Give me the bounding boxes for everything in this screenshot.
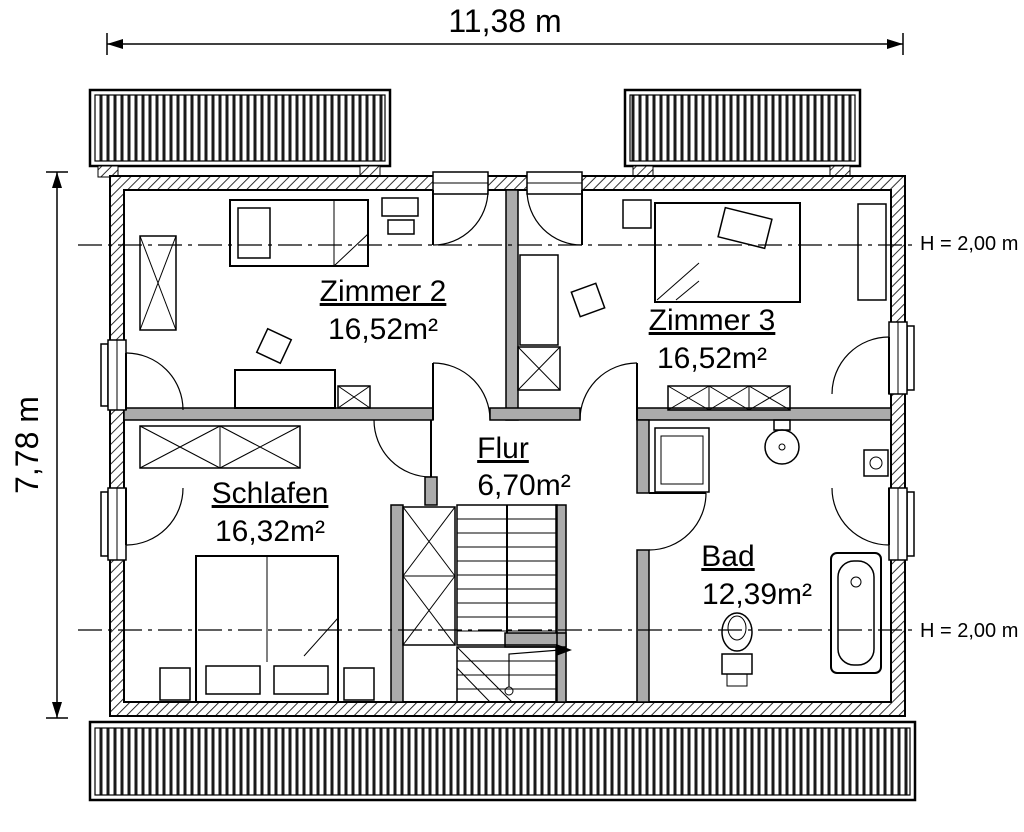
zimmer3-bed bbox=[654, 202, 801, 303]
schlafen-bed bbox=[195, 555, 339, 703]
window-top-left bbox=[432, 171, 489, 246]
schlafen-nightstand-right bbox=[343, 667, 375, 701]
dimension-width: 11,38 m bbox=[106, 3, 904, 55]
height-marker-top: H = 2,00 m bbox=[920, 233, 1018, 255]
dimension-height: 7,78 m bbox=[9, 171, 68, 719]
zimmer2-shelf bbox=[381, 197, 419, 235]
flur-area: 6,70m² bbox=[477, 469, 570, 502]
zimmer3-wardrobe bbox=[667, 385, 791, 411]
bad-bathtub bbox=[830, 552, 882, 674]
dormer-right bbox=[623, 88, 862, 178]
bad-vanity bbox=[654, 427, 710, 493]
window-left-schlafen bbox=[100, 487, 184, 561]
zimmer2-wardrobe bbox=[139, 235, 177, 331]
schlafen-area: 16,32m² bbox=[215, 515, 325, 548]
room-label-schlafen: Schlafen 16,32m² bbox=[212, 477, 329, 548]
dormer-left bbox=[88, 88, 392, 178]
schlafen-wardrobe bbox=[139, 425, 301, 469]
room-label-zimmer2: Zimmer 2 16,52m² bbox=[320, 275, 447, 346]
room-label-bad: Bad 12,39m² bbox=[701, 540, 812, 611]
room-label-flur: Flur 6,70m² bbox=[477, 432, 571, 502]
zimmer2-area: 16,52m² bbox=[328, 313, 438, 346]
zimmer3-cabinet bbox=[517, 346, 561, 391]
zimmer3-area: 16,52m² bbox=[657, 342, 767, 375]
bad-toilet bbox=[721, 612, 753, 687]
schlafen-nightstand-left bbox=[159, 667, 191, 701]
zimmer3-nightstand bbox=[622, 199, 652, 229]
bad-area: 12,39m² bbox=[702, 578, 812, 611]
door-zimmer2 bbox=[432, 362, 491, 421]
bad-wall-fixture bbox=[863, 449, 889, 477]
dimension-height-label: 7,78 m bbox=[9, 396, 45, 494]
stair-closet bbox=[402, 506, 456, 646]
zimmer3-sideboard bbox=[519, 254, 559, 346]
zimmer2-bed bbox=[229, 199, 369, 267]
zimmer3-desk-right bbox=[857, 203, 887, 301]
schlafen-name: Schlafen bbox=[212, 477, 329, 510]
zimmer3-chair bbox=[570, 282, 606, 318]
room-label-zimmer3: Zimmer 3 16,52m² bbox=[649, 304, 776, 375]
window-left-zimmer2 bbox=[100, 339, 184, 411]
window-right-zimmer3 bbox=[831, 321, 915, 395]
zimmer2-name: Zimmer 2 bbox=[320, 275, 447, 308]
door-schlafen bbox=[373, 419, 432, 478]
flur-name: Flur bbox=[477, 432, 529, 465]
zimmer2-desk bbox=[234, 369, 336, 409]
staircase bbox=[456, 504, 572, 703]
zimmer2-nightstand bbox=[337, 385, 371, 409]
bad-sink bbox=[764, 419, 800, 465]
zimmer3-name: Zimmer 3 bbox=[649, 304, 776, 337]
door-bad bbox=[648, 492, 707, 551]
window-right-bad bbox=[831, 487, 915, 561]
bad-name: Bad bbox=[701, 540, 754, 573]
dimension-width-label: 11,38 m bbox=[448, 3, 561, 39]
height-marker-bottom: H = 2,00 m bbox=[920, 620, 1018, 642]
roof-band-bottom bbox=[88, 720, 917, 802]
window-top-right bbox=[526, 171, 583, 246]
door-zimmer3 bbox=[579, 362, 638, 421]
zimmer2-chair bbox=[255, 327, 293, 365]
